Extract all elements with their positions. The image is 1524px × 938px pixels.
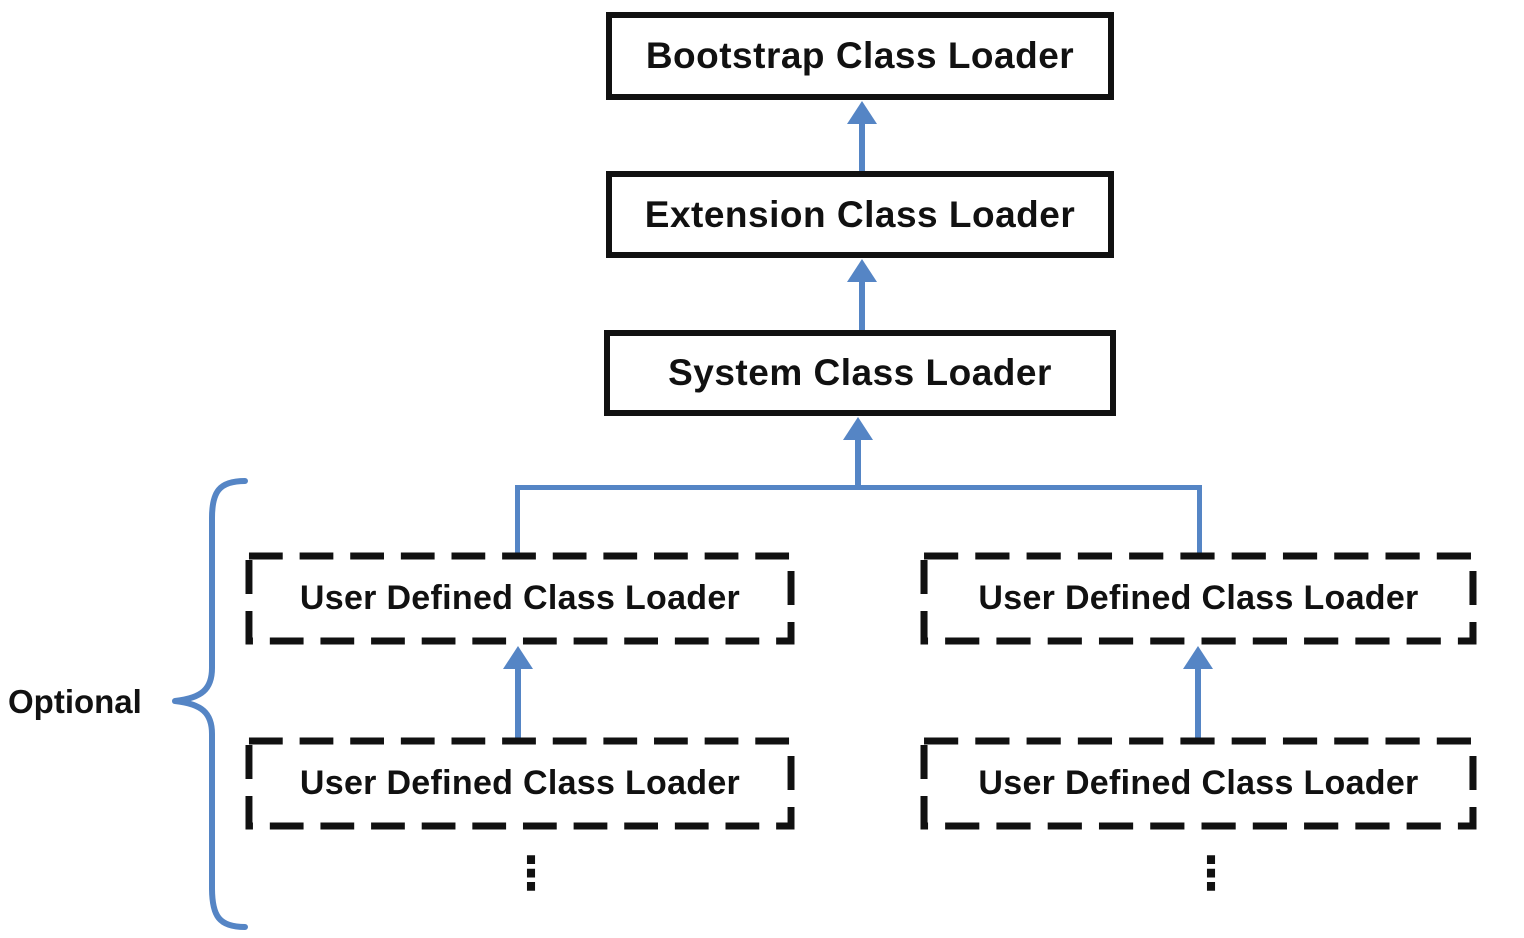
arrow-up-icon	[1181, 646, 1215, 738]
arrow-head	[847, 259, 877, 282]
arrow-shaft	[855, 440, 861, 490]
vertical-ellipsis-icon: ⋮	[1188, 847, 1234, 899]
node-user-defined-class-loader-left-bottom: User Defined Class Loader	[245, 737, 795, 830]
node-system-class-loader: System Class Loader	[604, 330, 1116, 416]
optional-label: Optional	[8, 683, 142, 720]
dashed-border	[245, 737, 795, 830]
vertical-ellipsis-icon: ⋮	[508, 847, 554, 899]
arrow-head	[843, 417, 873, 440]
arrow-head	[1183, 646, 1213, 669]
node-label: User Defined Class Loader	[299, 764, 741, 802]
dashed-border	[245, 552, 795, 645]
node-label: User Defined Class Loader	[978, 764, 1419, 802]
arrow-head	[847, 101, 877, 124]
connector-horizontal-line	[515, 485, 1202, 490]
node-label: User Defined Class Loader	[978, 579, 1419, 617]
node-user-defined-class-loader-right-bottom: User Defined Class Loader	[920, 737, 1477, 830]
arrow-shaft	[859, 282, 865, 331]
node-user-defined-class-loader-left-top: User Defined Class Loader	[245, 552, 795, 645]
node-label: System Class Loader	[668, 352, 1052, 393]
node-user-defined-class-loader-right-top: User Defined Class Loader	[920, 552, 1477, 645]
node-bootstrap-class-loader: Bootstrap Class Loader	[606, 12, 1114, 100]
arrow-up-icon	[501, 646, 535, 738]
arrow-shaft	[859, 124, 865, 172]
node-extension-class-loader: Extension Class Loader	[606, 171, 1114, 258]
node-label: Bootstrap Class Loader	[645, 35, 1075, 76]
dashed-border	[920, 552, 1477, 645]
arrow-shaft	[1195, 669, 1201, 738]
arrow-head	[503, 646, 533, 669]
node-label: User Defined Class Loader	[299, 579, 741, 617]
arrow-shaft	[515, 669, 521, 738]
arrow-up-icon	[841, 417, 875, 490]
curly-brace-icon	[172, 478, 248, 930]
arrow-up-icon	[845, 101, 879, 172]
node-label: Extension Class Loader	[644, 193, 1076, 235]
dashed-border	[920, 737, 1477, 830]
arrow-up-icon	[845, 259, 879, 331]
connector-left-drop-line	[515, 485, 520, 555]
connector-right-drop-line	[1197, 485, 1202, 555]
